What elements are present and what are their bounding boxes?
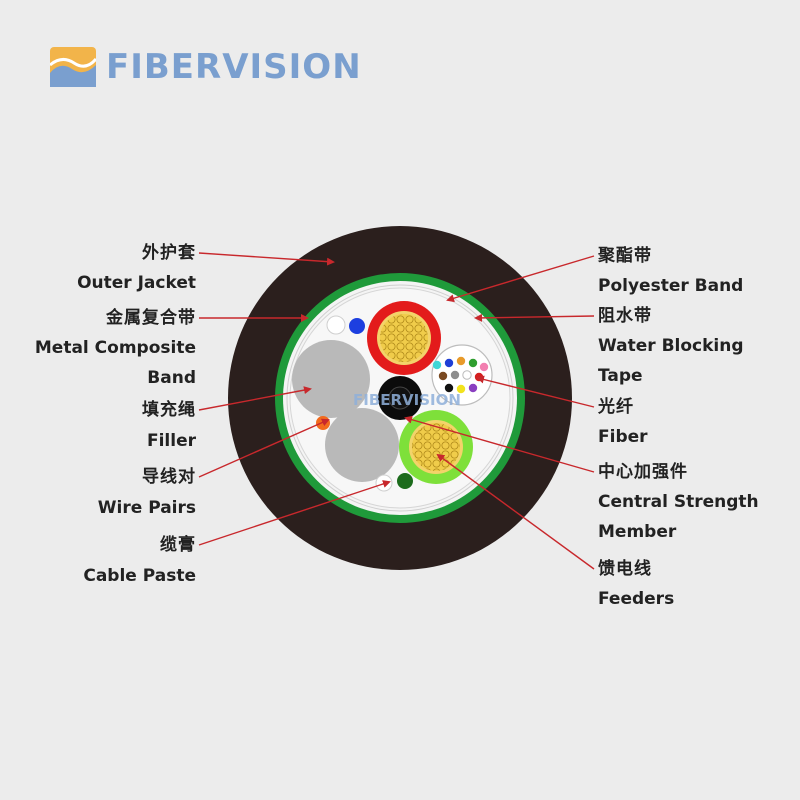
fiber-9	[456, 384, 466, 394]
label-polyester-band-en: Polyester Band	[598, 276, 744, 296]
feeder-green	[399, 410, 473, 484]
label-outer-jacket-zh: 外护套	[142, 243, 196, 263]
label-filler-en: Filler	[146, 431, 196, 451]
leader-arrow	[198, 252, 335, 266]
fiber-11	[479, 362, 489, 372]
central-strength-member	[378, 376, 422, 420]
fiber-7	[474, 372, 484, 382]
label-water-blocking-tape-en: Water Blocking	[598, 336, 744, 356]
label-wire-pairs-zh: 导线对	[142, 467, 196, 487]
small-white-element	[326, 315, 346, 335]
label-fiber-en: Fiber	[598, 427, 648, 447]
wire-pair-orange	[316, 416, 330, 430]
leader-arrow	[446, 255, 595, 303]
fiber-12	[432, 360, 442, 370]
leader-arrow	[436, 453, 595, 570]
filler-bottom	[325, 408, 399, 482]
leader-lines	[198, 252, 595, 570]
label-metal-composite-band-zh: 金属复合带	[106, 308, 196, 328]
label-metal-composite-band-en: Band	[147, 368, 196, 388]
label-cable-paste-zh: 缆膏	[160, 535, 196, 555]
label-metal-composite-band-en: Metal Composite	[34, 338, 196, 358]
feeder-red	[367, 301, 441, 375]
fiber-4	[438, 371, 448, 381]
label-central-strength-member-zh: 中心加强件	[598, 462, 688, 482]
label-water-blocking-tape-zh: 阻水带	[598, 306, 652, 326]
fibervision-logo-icon	[50, 47, 96, 87]
fiber-1	[444, 358, 454, 368]
label-outer-jacket-en: Outer Jacket	[77, 273, 196, 293]
brand-name: FIBERVISION	[106, 47, 362, 87]
label-polyester-band-zh: 聚酯带	[598, 246, 652, 266]
fiber-8	[444, 383, 454, 393]
label-central-strength-member-en: Member	[598, 522, 677, 542]
label-water-blocking-tape-en: Tape	[598, 366, 643, 386]
leader-arrow	[198, 480, 391, 546]
filler-top	[292, 340, 370, 418]
blue-element	[349, 318, 365, 334]
watermark: FIBERVISION	[353, 391, 461, 409]
label-feeders-en: Feeders	[598, 589, 675, 609]
brand-logo: FIBERVISION	[50, 47, 362, 87]
label-wire-pairs-en: Wire Pairs	[97, 498, 196, 518]
label-cable-paste-en: Cable Paste	[83, 566, 196, 586]
fiber-2	[456, 356, 466, 366]
fiber-10	[468, 383, 478, 393]
leader-arrow	[198, 418, 330, 478]
leader-arrow	[476, 375, 595, 408]
label-filler-zh: 填充绳	[142, 400, 196, 420]
leader-arrow	[198, 386, 312, 411]
leader-arrow	[404, 415, 595, 473]
label-central-strength-member-en: Central Strength	[598, 492, 759, 512]
fiber-6	[462, 370, 472, 380]
label-fiber-zh: 光纤	[598, 397, 634, 417]
leader-arrow	[474, 313, 595, 322]
fiber-3	[468, 358, 478, 368]
fiber-5	[450, 370, 460, 380]
wire-pair-dark-green	[397, 473, 413, 489]
label-feeders-zh: 馈电线	[598, 559, 652, 579]
